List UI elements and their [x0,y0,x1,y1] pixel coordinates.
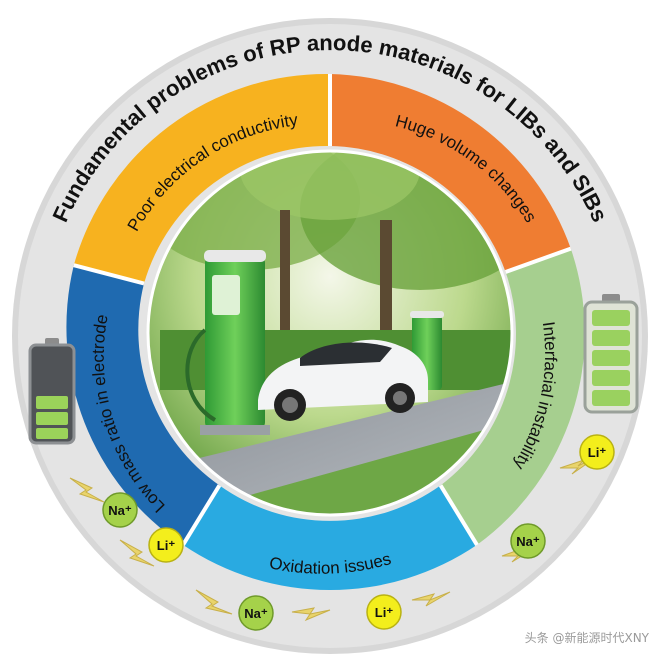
lightning-icon [119,539,155,567]
na-ion: Na⁺ [510,523,546,559]
svg-text:Li⁺: Li⁺ [588,445,607,460]
li-ion: Li⁺ [148,527,184,563]
svg-text:Na⁺: Na⁺ [108,503,132,518]
svg-text:Na⁺: Na⁺ [244,606,268,621]
watermark: 头条 @新能源时代XNY [524,631,649,645]
problem-ring [66,73,585,591]
lightning-icon [195,589,233,615]
svg-text:Na⁺: Na⁺ [516,534,540,549]
segment-volume-changes [330,74,571,272]
segment-oxidation-issues [183,485,477,591]
na-ion: Na⁺ [238,595,274,631]
lightning-icon [291,607,331,622]
lightning-bolts [69,455,599,622]
battery-full-icon [583,294,639,414]
segment-poor-conductivity [73,73,331,284]
segment-low-mass-ratio [66,265,220,545]
na-ion: Na⁺ [102,492,138,528]
li-ion: Li⁺ [366,594,402,630]
svg-text:Li⁺: Li⁺ [157,538,176,553]
lightning-icon [411,591,451,607]
lightning-icon [69,477,105,503]
segment-interfacial-instability [440,248,585,545]
li-ion: Li⁺ [579,434,615,470]
battery-low-icon [28,338,76,445]
svg-text:Li⁺: Li⁺ [375,605,394,620]
